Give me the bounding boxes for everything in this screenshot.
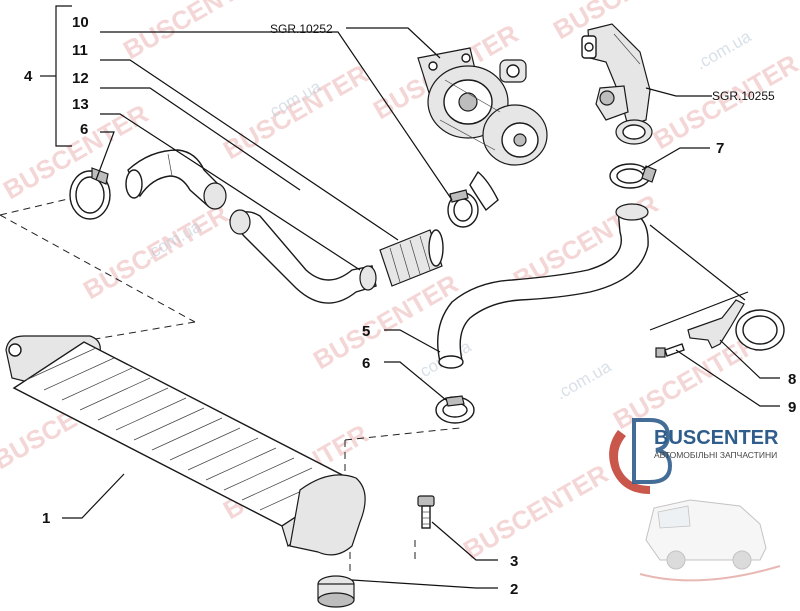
callout-13: 13 — [72, 96, 89, 113]
callout-4: 4 — [24, 68, 33, 85]
watermark-domain: .com.ua — [693, 27, 755, 74]
callout-3: 3 — [510, 553, 518, 570]
watermark-text: BUSCENTER — [458, 458, 613, 565]
bracket-part-8 — [649, 224, 785, 351]
bolt-part-3 — [417, 495, 435, 529]
callout-1: 1 — [42, 510, 50, 527]
watermark-text: BUSCENTER — [608, 328, 763, 435]
bolt-part-9 — [655, 343, 685, 358]
callout-12: 12 — [72, 70, 89, 87]
minibus-illustration — [639, 499, 781, 582]
callout-9: 9 — [788, 399, 796, 416]
callout-10: 10 — [72, 14, 89, 31]
clamp-part-6-top — [69, 167, 111, 220]
ref-sgr-10252: SGR.10252 — [270, 22, 333, 36]
callout-6-top: 6 — [80, 121, 88, 138]
callout-6-middle: 6 — [362, 355, 370, 372]
callout-5: 5 — [362, 323, 370, 340]
watermark-domain: .com.ua — [553, 357, 615, 404]
corrugated-connector — [379, 229, 444, 287]
hose-part-5 — [437, 203, 649, 369]
logo-c-glyph — [632, 418, 673, 484]
intake-housing — [581, 23, 653, 145]
elbow-hose — [125, 149, 227, 210]
logo-b-glyph — [609, 430, 650, 494]
watermark-text: BUSCENTER — [218, 58, 373, 165]
callout-8: 8 — [788, 371, 796, 388]
callout-7: 7 — [716, 140, 724, 157]
clamp-part-10 — [447, 189, 479, 228]
clamp-part-6-middle — [435, 395, 475, 424]
turbocharger — [417, 47, 548, 212]
callout-labels: 4 10 11 12 13 6 7 5 6 8 9 1 3 2 — [24, 14, 796, 598]
logo-subtitle: АВТОМОБІЛЬНІ ЗАПЧАСТИНИ — [654, 450, 777, 460]
long-hose — [229, 209, 377, 304]
callout-2: 2 — [510, 581, 518, 598]
mount-part-2 — [317, 575, 355, 608]
reference-labels: SGR.10252 SGR.10255 — [270, 22, 775, 103]
leader-lines — [40, 5, 780, 589]
callout-11: 11 — [72, 42, 88, 59]
intercooler-part-1 — [5, 335, 366, 556]
ref-sgr-10255: SGR.10255 — [712, 89, 775, 103]
logo-name: BUSCENTER — [654, 427, 779, 449]
buscenter-logo: BUSCENTER АВТОМОБІЛЬНІ ЗАПЧАСТИНИ — [609, 418, 781, 582]
clamp-part-7 — [609, 163, 657, 189]
